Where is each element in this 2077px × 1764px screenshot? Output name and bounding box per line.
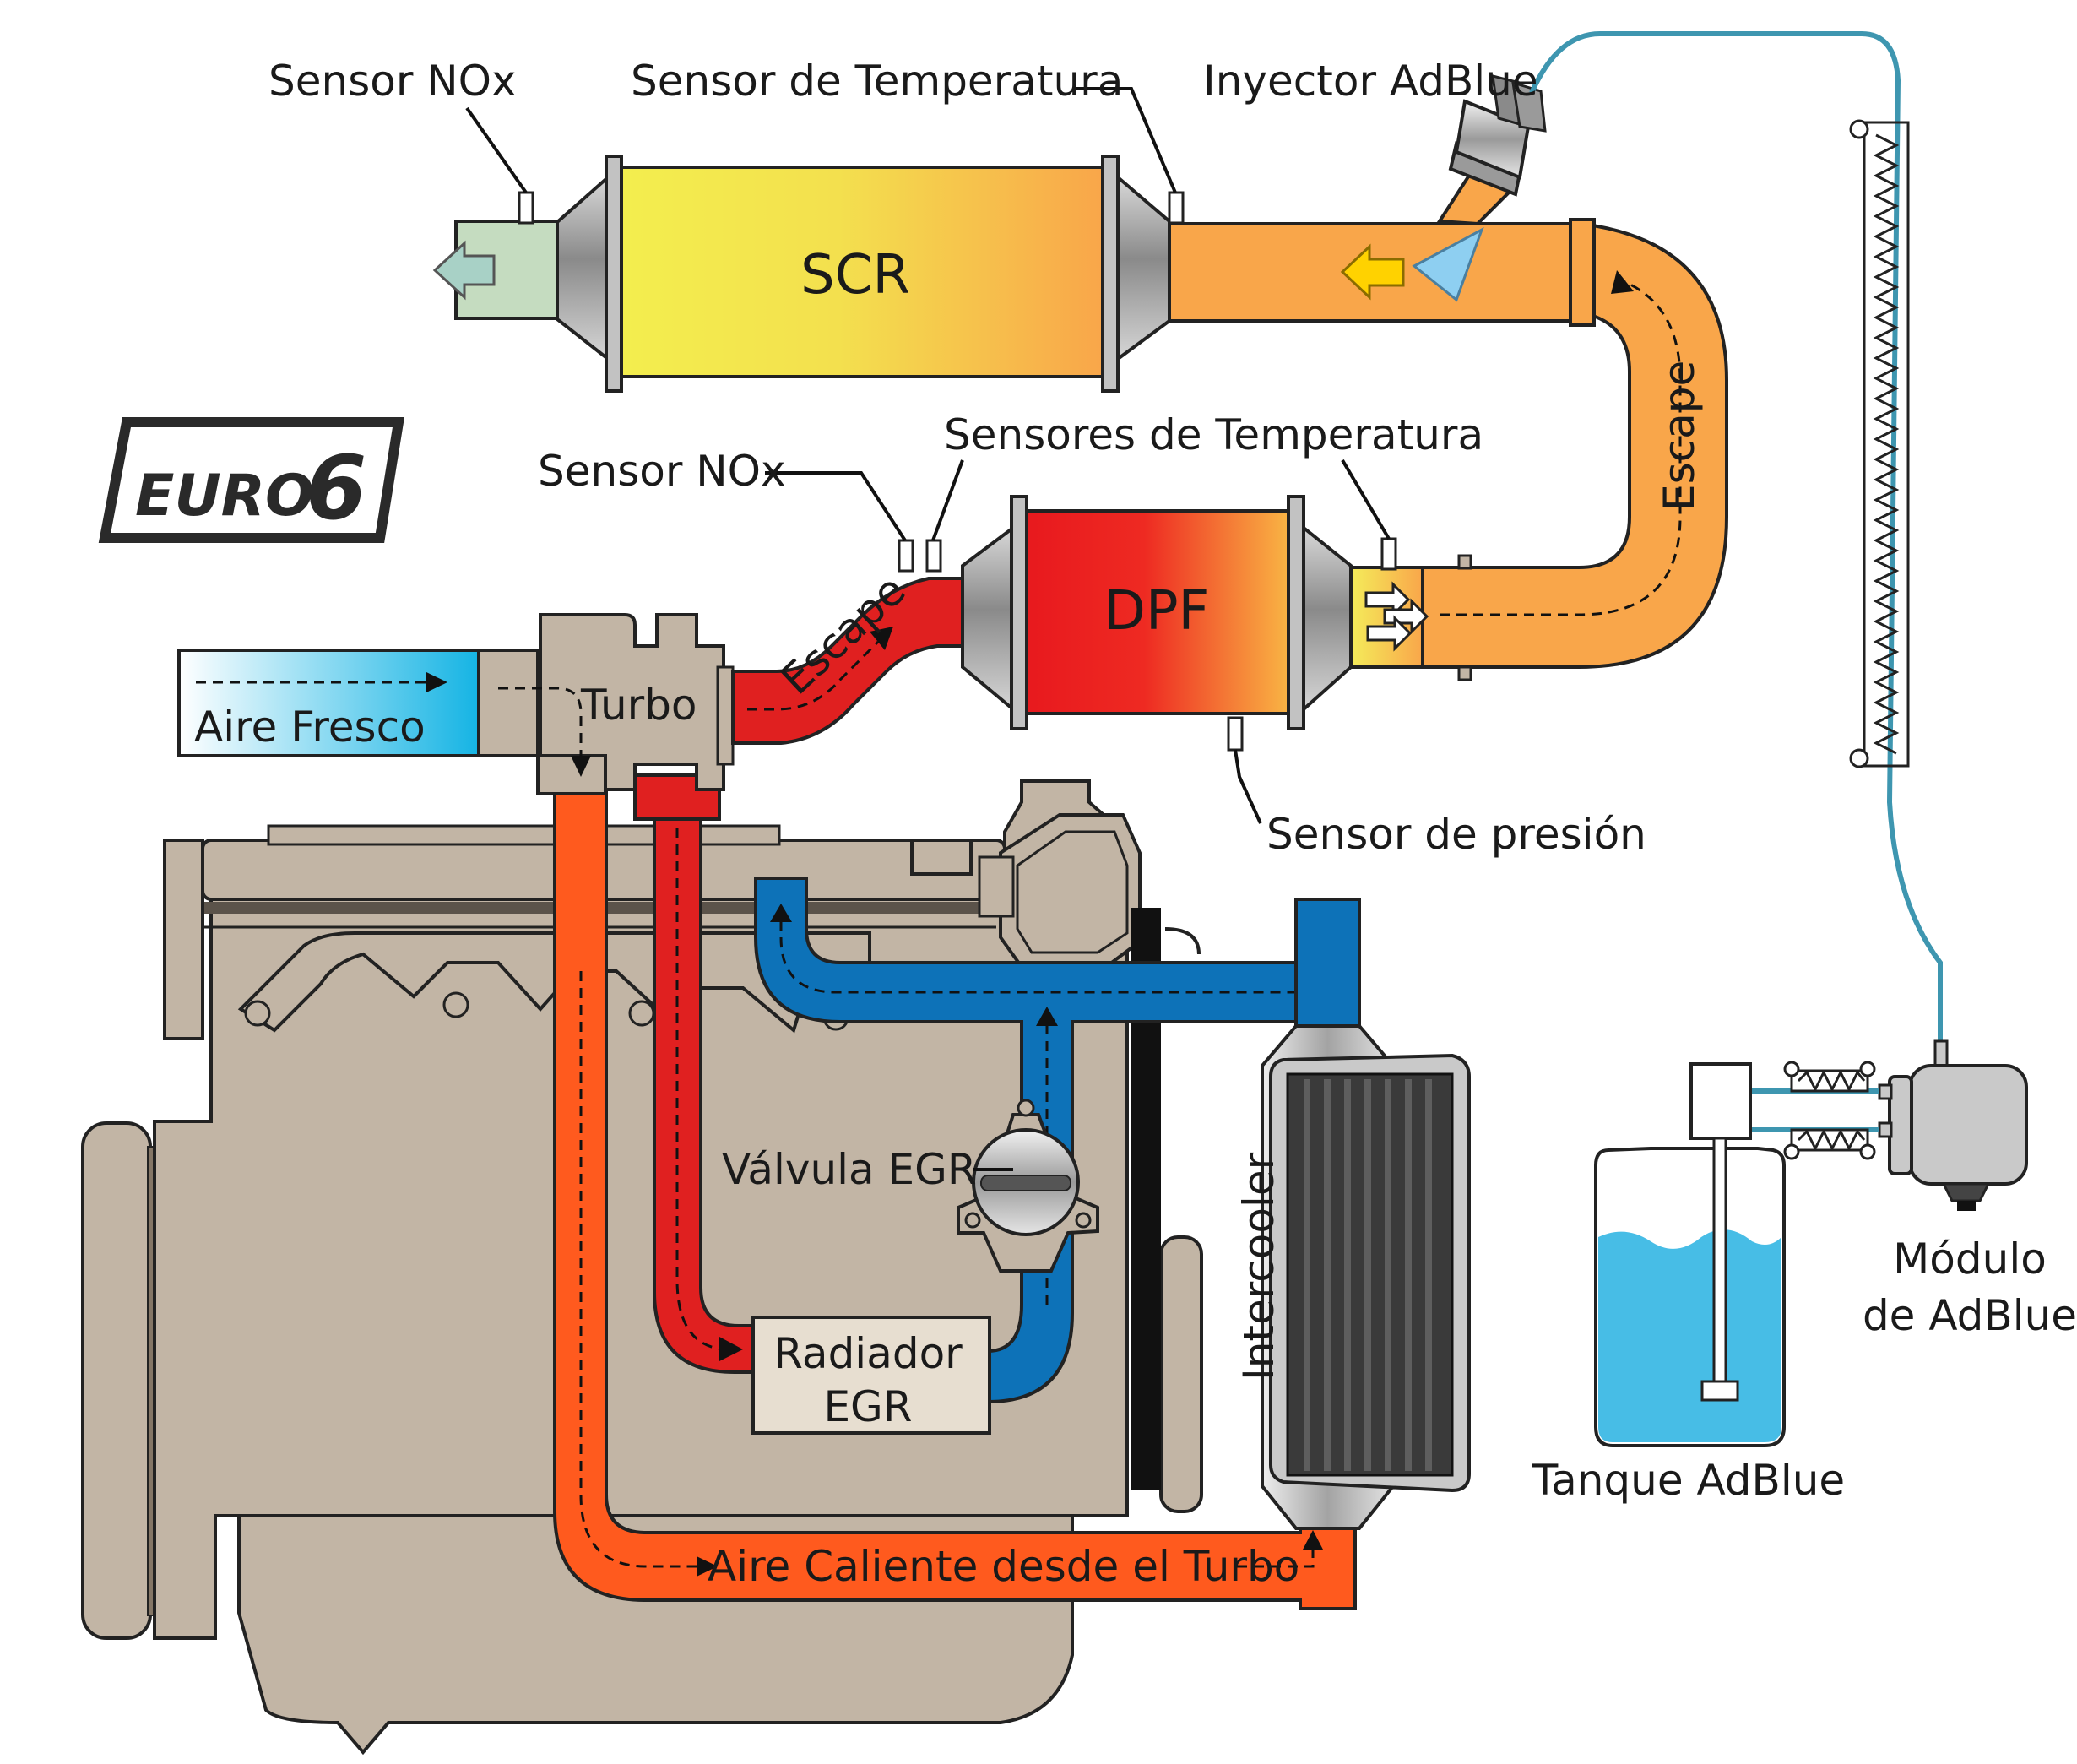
adblue-spray xyxy=(1412,226,1484,302)
label-adblue-injector: Inyector AdBlue xyxy=(1203,57,1538,106)
adblue-line-heater xyxy=(1849,119,1910,768)
label-sensor-nox-mid: Sensor NOx xyxy=(538,447,786,496)
intercooler xyxy=(1261,898,1471,1530)
nox-flow-arrow xyxy=(1340,243,1405,301)
exhaust-loop-orange xyxy=(1349,222,1728,681)
label-egr-valve: Válvula EGR xyxy=(722,1145,977,1194)
label-adblue-module-1: Módulo xyxy=(1893,1235,2047,1284)
dpf-unit xyxy=(961,495,1353,730)
label-egr-radiator-2: EGR xyxy=(823,1382,912,1431)
adblue-line xyxy=(1529,31,1943,1047)
sensors xyxy=(518,191,1397,752)
engine-bellhousing xyxy=(81,1121,152,1640)
euro6-text: EURO xyxy=(135,463,314,529)
hot-air-pipe xyxy=(553,790,1357,1610)
adblue-supply-lines xyxy=(1749,1061,1879,1160)
label-pressure-sensor: Sensor de presión xyxy=(1266,810,1646,859)
label-sensor-nox-top: Sensor NOx xyxy=(268,57,517,106)
scr-unit xyxy=(432,155,1596,393)
adblue-tank xyxy=(1594,1062,1786,1447)
scr-outlet-arrow xyxy=(432,240,496,301)
euro6-number: 6 xyxy=(306,437,366,540)
label-dpf: DPF xyxy=(1104,580,1210,643)
sensor-temp-dpf-in xyxy=(925,539,942,573)
label-adblue-tank: Tanque AdBlue xyxy=(1532,1456,1845,1505)
egr-exhaust-pipe xyxy=(633,773,755,1374)
fresh-air-intake xyxy=(177,649,540,757)
sensor-nox-scr xyxy=(518,191,534,225)
adblue-module xyxy=(1878,1039,2028,1211)
label-intercooler: Intercooler xyxy=(1234,1152,1283,1381)
front-pulley xyxy=(1159,1235,1203,1513)
sensor-nox-dpf xyxy=(898,539,914,573)
adblue-injector xyxy=(1436,74,1547,226)
sensor-temp-dpf-out xyxy=(1380,537,1397,571)
label-hot-air: Aire Caliente desde el Turbo xyxy=(708,1542,1299,1591)
leader-lines xyxy=(465,87,1391,1171)
label-exhaust-right: Escape xyxy=(1655,361,1704,511)
label-temp-sensors-mid: Sensores de Temperatura xyxy=(944,410,1483,459)
label-fresh-air: Aire Fresco xyxy=(194,703,426,752)
sensor-temp-scr xyxy=(1168,191,1185,225)
label-turbo: Turbo xyxy=(580,681,697,730)
egr-cooler-housing xyxy=(999,813,1142,969)
euro6-badge: EURO 6 xyxy=(98,417,405,543)
exhaust-pipe-red xyxy=(716,577,964,766)
egr-valve xyxy=(957,1099,1099,1273)
label-scr: SCR xyxy=(800,244,910,307)
label-egr-radiator-1: Radiador xyxy=(773,1329,963,1378)
egr-radiator-box xyxy=(751,1316,991,1435)
engine-main-block xyxy=(153,877,1129,1640)
sensor-pressure xyxy=(1227,716,1244,752)
turbo xyxy=(498,613,725,795)
label-sensor-temp-top: Sensor de Temperatura xyxy=(631,57,1123,106)
label-adblue-module-2: de AdBlue xyxy=(1863,1291,2077,1340)
